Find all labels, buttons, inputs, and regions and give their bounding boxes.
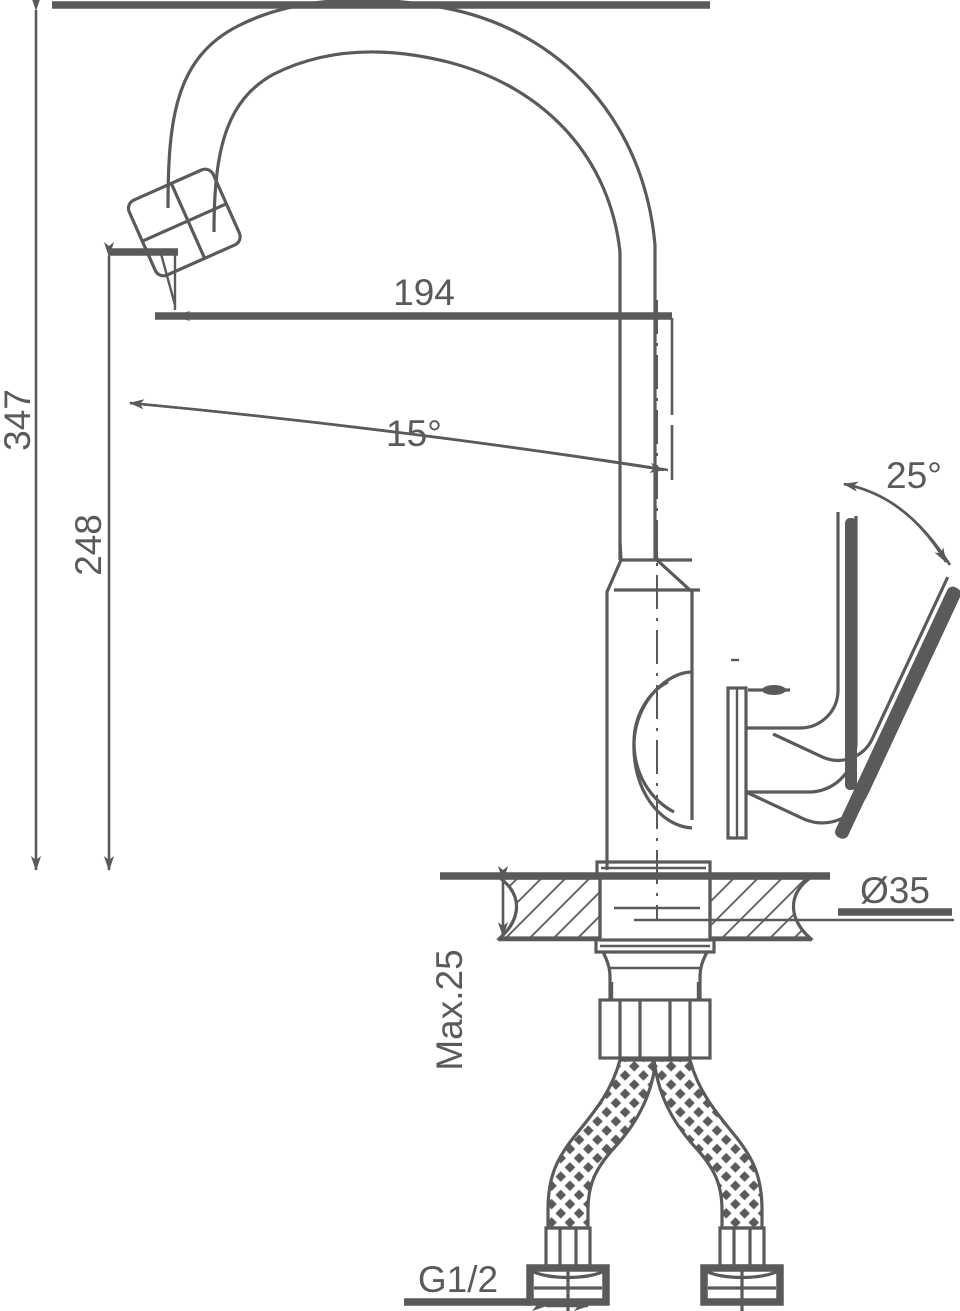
supply-hose-left xyxy=(546,1058,658,1230)
dimension-248-label: 248 xyxy=(68,514,109,576)
dimension-outlet-height: 248 xyxy=(68,242,178,871)
dimension-swivel-angle: 15° xyxy=(129,399,669,473)
dimension-spout-reach: 194 xyxy=(155,272,672,322)
hose-nut-left xyxy=(526,1264,610,1311)
dimension-deck-thickness: Max.25 xyxy=(429,866,509,1071)
dimension-15deg-label: 15° xyxy=(386,413,442,454)
dimension-lever-angle: 25° xyxy=(843,455,952,566)
spout-axis-line xyxy=(158,249,177,310)
dimension-hole-diameter: Ø35 xyxy=(634,870,954,922)
dimension-347-label: 347 xyxy=(0,389,38,451)
dimension-g12-label: G1/2 xyxy=(418,1259,498,1300)
dimension-194-label: 194 xyxy=(393,272,455,313)
countertop-section xyxy=(440,872,830,942)
hose-ferrule-right xyxy=(718,1226,766,1268)
handle-ball-housing xyxy=(632,658,790,840)
supply-hose-right xyxy=(652,1058,764,1230)
mounting-shank xyxy=(594,874,716,1000)
dimension-25deg-label: 25° xyxy=(886,455,942,496)
hose-nut-right xyxy=(700,1264,784,1311)
dimension-max25-label: Max.25 xyxy=(429,949,470,1070)
hose-inlet-connector xyxy=(598,982,712,1060)
dimension-dia35-label: Ø35 xyxy=(860,870,930,911)
spout-aerator xyxy=(126,167,242,278)
hose-ferrule-left xyxy=(544,1226,592,1268)
handle-lever-vertical xyxy=(746,512,858,794)
faucet-spout-gooseneck xyxy=(166,0,657,560)
faucet-body-column xyxy=(595,541,712,878)
dimension-supply-thread: G1/2 xyxy=(404,1259,589,1311)
handle-lever-tilted xyxy=(745,576,960,839)
dimension-overall-height: 347 xyxy=(0,0,42,871)
